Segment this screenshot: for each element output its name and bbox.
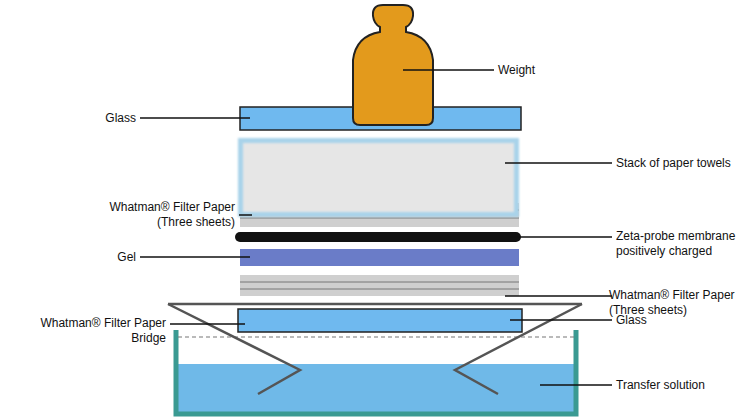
part-label: Weight bbox=[498, 63, 535, 78]
part-label: Zeta-probe membrane positively charged bbox=[616, 229, 741, 259]
part-label: Gel bbox=[117, 250, 136, 265]
part-label: Glass bbox=[105, 111, 136, 126]
part-label: Stack of paper towels bbox=[616, 156, 731, 171]
part-label: Transfer solution bbox=[616, 378, 705, 393]
part-label: Whatman® Filter Paper Bridge bbox=[31, 316, 166, 346]
part-label: Whatman® Filter Paper (Three sheets) bbox=[100, 200, 235, 230]
part-label: Glass bbox=[616, 313, 647, 328]
